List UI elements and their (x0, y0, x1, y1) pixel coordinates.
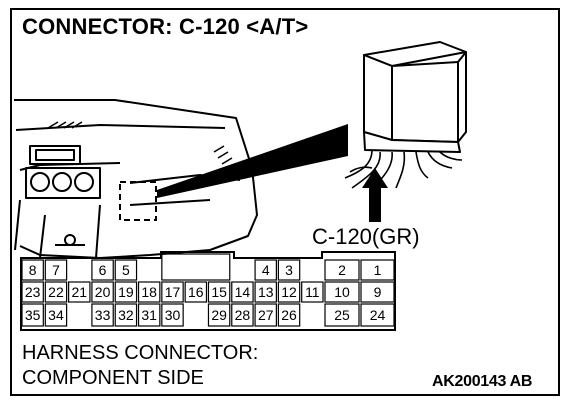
pin-label: 5 (122, 262, 130, 278)
pin-cell (277, 303, 301, 327)
pin-cell (207, 281, 231, 303)
pin-cell (44, 281, 68, 303)
pin-cell (114, 281, 138, 303)
climate-panel (25, 167, 101, 199)
glovebox-lower-edge (129, 199, 211, 206)
pin-label: 3 (285, 262, 293, 278)
connector-location-marker (119, 181, 157, 221)
pin-label: 7 (52, 262, 60, 278)
connector-housing (20, 251, 396, 331)
pin-cell (324, 259, 360, 281)
pin-cell (44, 303, 68, 327)
diagram-title: CONNECTOR: C-120 <A/T> (22, 14, 309, 39)
dashboard-upper-edge (15, 124, 226, 131)
pin-label: 11 (305, 284, 320, 300)
climate-knob-left (30, 172, 50, 192)
pin-cell (324, 281, 360, 303)
pin-label: 24 (370, 307, 386, 323)
shifter-knob (64, 234, 76, 246)
pin-cell (137, 281, 161, 303)
pin-cell (277, 259, 301, 281)
pin-cell (68, 281, 91, 303)
console-left (39, 214, 46, 259)
pin-label: 23 (25, 284, 41, 300)
pin-cell (254, 303, 277, 327)
pin-cell (91, 281, 114, 303)
pin-label: 26 (281, 307, 297, 323)
center-display-screen (35, 149, 75, 161)
pin-label: 22 (48, 284, 64, 300)
pin-cell (114, 259, 138, 281)
pin-label: 35 (25, 307, 41, 323)
pin-label: 6 (99, 262, 107, 278)
caption-line-2: COMPONENT SIDE (22, 367, 204, 389)
pin-label: 21 (71, 284, 87, 300)
pin-label: 20 (95, 284, 111, 300)
pin-cell (184, 281, 208, 303)
pin-cell (277, 281, 301, 303)
pin-cell (324, 303, 360, 327)
pin-label: 18 (141, 284, 157, 300)
pin-cell (360, 303, 395, 327)
climate-knob-right (74, 172, 94, 192)
pin-label: 17 (165, 284, 181, 300)
pin-cell (231, 303, 254, 327)
caption-line-1: HARNESS CONNECTOR: (22, 342, 259, 364)
pin-label: 16 (188, 284, 204, 300)
connector-pointer-arrow (362, 168, 388, 222)
pin-label: 15 (211, 284, 227, 300)
pin-cell (360, 281, 395, 303)
pin-label: 31 (141, 307, 157, 323)
pin-cell (231, 281, 254, 303)
pin-label: 12 (281, 284, 297, 300)
pin-label: 8 (29, 262, 37, 278)
pin-cell (360, 259, 395, 281)
pin-cell (21, 281, 44, 303)
figure-code: AK200143 AB (432, 373, 533, 390)
pin-label: 4 (262, 262, 270, 278)
connector-lock-slot (161, 253, 231, 281)
pin-cell (21, 303, 44, 327)
leader-wedge (157, 124, 348, 198)
pin-label: 13 (258, 284, 274, 300)
pin-cell (301, 281, 324, 303)
pin-cell (91, 259, 114, 281)
dashboard-left-edge (14, 199, 21, 251)
console-right (95, 204, 101, 259)
pin-label: 30 (165, 307, 181, 323)
air-vent (47, 121, 233, 165)
pin-label: 32 (118, 307, 134, 323)
pin-cell (137, 303, 161, 327)
pin-label: 25 (334, 307, 350, 323)
ecu-connector-face (363, 131, 461, 153)
connector-callout-label: C-120(GR) (312, 224, 420, 249)
pin-cell (254, 281, 277, 303)
pin-label: 9 (374, 284, 382, 300)
pin-label: 28 (235, 307, 251, 323)
pin-cell (161, 281, 184, 303)
pin-cell (254, 259, 277, 281)
pin-label: 34 (48, 307, 64, 323)
pin-label: 14 (235, 284, 251, 300)
pin-label: 19 (118, 284, 134, 300)
diagram-frame (10, 8, 560, 396)
pin-cell (114, 303, 138, 327)
pin-cell (44, 259, 68, 281)
climate-knob-center (52, 172, 72, 192)
pin-label: 10 (334, 284, 350, 300)
pin-label: 2 (338, 262, 346, 278)
pin-label: 29 (211, 307, 227, 323)
pin-cell (207, 303, 231, 327)
pin-cell (161, 303, 184, 327)
pin-label: 1 (374, 262, 382, 278)
pin-cell (91, 303, 114, 327)
pin-label: 27 (258, 307, 274, 323)
center-display (29, 145, 81, 165)
pin-cell (21, 259, 44, 281)
pin-label: 33 (95, 307, 111, 323)
